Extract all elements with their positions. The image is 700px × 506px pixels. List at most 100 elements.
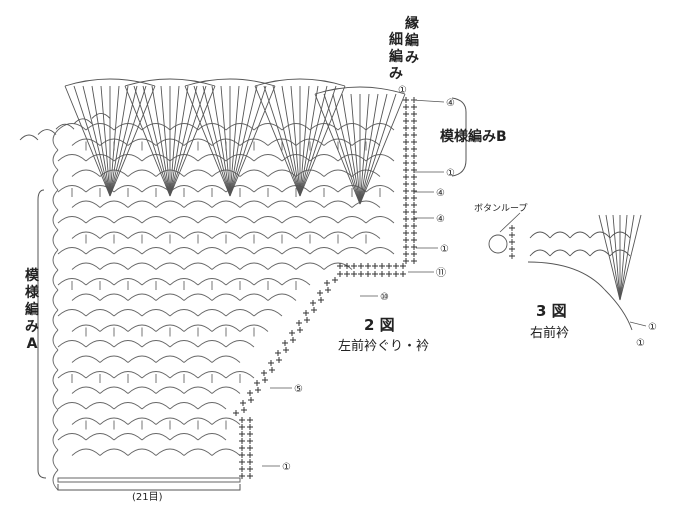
single-crochet [247,452,253,458]
lace-arch [141,371,171,379]
fan-ray [169,85,189,197]
lace-arch [323,169,353,177]
lace-arch [309,154,339,162]
lace-arch [113,433,143,441]
fig3-arch [529,231,551,239]
single-crochet [403,216,409,222]
single-crochet [411,153,417,159]
single-crochet [239,424,245,430]
lace-arch [365,247,395,255]
single-crochet [358,271,364,277]
single-crochet [411,258,417,264]
single-crochet [403,195,409,201]
lace-arch [211,138,241,146]
fan-ray [299,85,319,197]
single-crochet [282,340,288,346]
lace-arch [253,185,283,193]
lace-arch [57,185,87,193]
fan-ray [133,85,171,197]
lace-arch [155,355,185,363]
fan-ray [350,93,361,205]
lace-arch [197,278,227,286]
fan-ray [359,93,379,205]
lace-arch [267,200,297,208]
lace-arch [225,247,255,255]
pattern-a-bracket [37,189,47,479]
single-crochet [400,271,406,277]
fan-ray [323,93,361,205]
lace-arch [57,247,87,255]
width-bracket [57,484,241,491]
fig3-single-crochet [509,232,515,238]
lace-arch [127,355,157,363]
lace-arch [99,293,129,301]
lace-arch [127,231,157,239]
lace-arch [85,340,115,348]
lace-arch [99,231,129,239]
marker-leaders [262,99,647,467]
single-crochet [318,297,324,303]
single-crochet [239,466,245,472]
lace-arch [183,355,213,363]
single-crochet [403,104,409,110]
shoulder-shell [37,129,57,135]
lace-arch [239,200,269,208]
lace-arch [225,309,255,317]
lace-arch [239,169,269,177]
lace-arch [113,309,143,317]
fan-ray [359,93,406,205]
lace-arch [57,278,87,286]
lace-arch [253,216,283,224]
single-crochet [403,174,409,180]
lace-arch [211,262,241,270]
lace-arch [141,154,171,162]
lace-arch [113,340,143,348]
lace-arch [57,371,87,379]
lace-arch [211,231,241,239]
fan-ray [229,85,267,197]
lace-arch [57,154,87,162]
lace-arch [71,355,101,363]
single-crochet [239,417,245,423]
lace-arch [127,200,157,208]
fig3-single-crochet [509,253,515,259]
single-crochet [372,271,378,277]
fan-ray [169,85,207,197]
single-crochet [403,118,409,124]
fan-ray [160,85,171,197]
row-marker-5: ⑤ [294,384,303,395]
lace-arch [183,231,213,239]
edge-shell [52,329,59,351]
single-crochet [403,160,409,166]
lace-arch [323,231,353,239]
single-crochet [372,263,378,269]
lace-arch [113,402,143,410]
shoulder-shell [55,123,75,130]
single-crochet [261,370,267,376]
lace-arch [267,293,297,301]
lace-arch [197,340,227,348]
single-crochet [403,258,409,264]
single-crochet [411,104,417,110]
fan-ray [229,85,276,197]
lace-arch [85,247,115,255]
lace-arch [155,417,185,425]
single-crochet [290,337,296,343]
lace-arch [225,340,255,348]
figure-3-caption: 右前衿 [530,325,569,341]
lace-arch [113,278,143,286]
button-loop [488,234,508,254]
single-crochet [411,223,417,229]
lace-arch [365,123,395,131]
fan-ray [109,85,147,197]
lace-arch [197,154,227,162]
lace-arch [99,324,129,332]
single-crochet [247,438,253,444]
lace-arch [85,402,115,410]
pattern-b-label: 模様編みB [440,128,507,145]
single-crochet [310,300,316,306]
single-crochet [411,111,417,117]
fan-ray [299,85,310,197]
single-crochet [411,202,417,208]
